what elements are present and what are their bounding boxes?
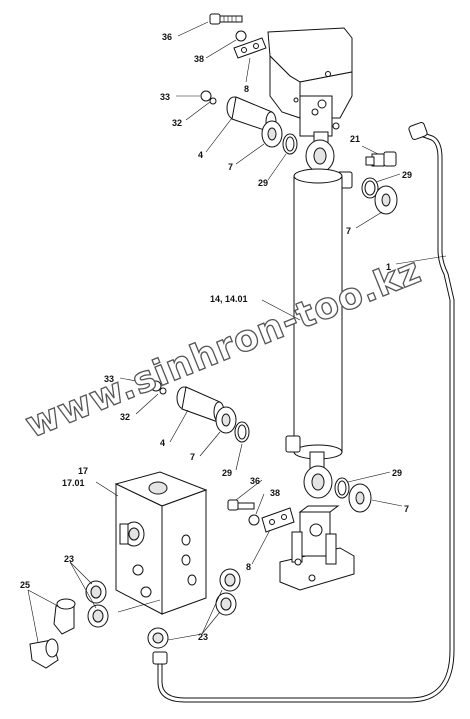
callout-7-mid: 7 <box>190 452 195 462</box>
fitting-21 <box>365 151 397 167</box>
hydraulic-cylinder <box>285 131 353 499</box>
callout-33-top: 33 <box>160 92 170 102</box>
callout-7-low: 7 <box>404 504 409 514</box>
callout-29-low: 29 <box>392 468 402 478</box>
hydraulic-hose <box>152 122 455 703</box>
callout-32-top: 32 <box>172 118 182 128</box>
callout-7-top: 7 <box>228 162 233 172</box>
bushing-7-top <box>261 120 283 148</box>
callout-23-left: 23 <box>64 554 74 564</box>
callout-17-01: 17.01 <box>62 478 85 488</box>
elbow-fittings-25 <box>29 598 76 669</box>
bushing-7-right <box>374 185 398 215</box>
grease-nipple-33-top <box>200 90 217 105</box>
seal-ring-29-mid <box>234 421 250 443</box>
callout-14-1401: 14, 14.01 <box>210 294 248 304</box>
callout-32-mid: 32 <box>120 412 130 422</box>
top-bolt-36 <box>209 13 243 25</box>
lock-plate-8-top <box>233 37 267 59</box>
leader-lines <box>27 21 447 643</box>
callout-4-top: 4 <box>198 150 203 160</box>
callout-23-right: 23 <box>198 632 208 642</box>
callout-29-right: 29 <box>402 170 412 180</box>
washer-38-top <box>235 30 247 42</box>
bottom-bolt-36 <box>227 499 255 511</box>
seal-ring-29-low <box>334 477 350 499</box>
lock-plate-8-bottom <box>261 507 295 533</box>
callout-8-top: 8 <box>244 84 249 94</box>
top-mounting-bracket <box>267 27 353 137</box>
callout-33-mid: 33 <box>104 374 114 384</box>
callout-36-top: 36 <box>162 32 172 42</box>
callout-labels: 36 38 8 33 32 4 7 29 21 29 7 1 14, 14.01… <box>20 32 412 642</box>
callout-38-top: 38 <box>194 54 204 64</box>
washer-38-bottom <box>248 514 260 526</box>
callout-25: 25 <box>20 580 30 590</box>
seal-ring-29-top <box>282 133 298 155</box>
callout-38-low: 38 <box>270 488 280 498</box>
grease-nipple-33-mid <box>150 380 167 395</box>
callout-36-low: 36 <box>250 476 260 486</box>
callout-17: 17 <box>78 466 88 476</box>
callout-21: 21 <box>350 134 360 144</box>
fittings-23 <box>85 568 241 649</box>
callout-29-top: 29 <box>258 178 268 188</box>
bushing-7-mid <box>215 406 237 434</box>
seal-ring-29-right <box>361 177 379 199</box>
valve-block-17 <box>114 471 208 615</box>
callout-8-low: 8 <box>246 562 251 572</box>
callout-29-mid: 29 <box>222 468 232 478</box>
bottom-mounting-bracket <box>279 505 355 591</box>
bushing-7-low <box>348 483 372 513</box>
callout-7-right: 7 <box>346 226 351 236</box>
callout-1: 1 <box>386 262 391 272</box>
callout-4-mid: 4 <box>160 438 165 448</box>
